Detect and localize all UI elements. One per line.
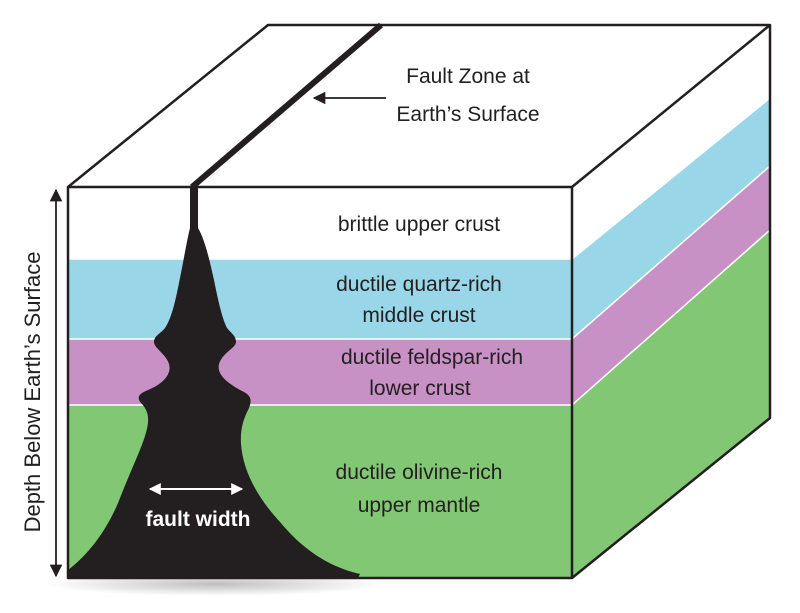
fault-width-label: fault width <box>146 508 251 531</box>
layer-label-mantle-1: ductile olivine-rich <box>336 461 503 484</box>
layer-label-mantle-2: upper mantle <box>358 494 481 517</box>
block-outline <box>66 23 772 580</box>
side-layer-upper-mantle <box>572 230 770 578</box>
layer-label-lower-crust-1: ductile feldspar-rich <box>341 346 523 369</box>
front-layer-middle-crust <box>68 259 572 339</box>
fault-zone-shape <box>68 187 360 578</box>
layer-label-middle-crust-1: ductile quartz-rich <box>336 273 502 296</box>
layer-label-lower-crust-2: lower crust <box>369 377 471 400</box>
surface-label-line2: Earth’s Surface <box>396 103 539 126</box>
side-layer-upper-crust <box>572 25 770 259</box>
front-layer-upper-crust <box>68 187 572 259</box>
fault-trace-top <box>190 22 383 190</box>
side-layer-middle-crust <box>572 98 770 339</box>
layer-label-middle-crust-2: middle crust <box>362 304 475 327</box>
layer-label-upper-crust: brittle upper crust <box>338 213 500 236</box>
side-layer-lower-crust <box>572 166 770 405</box>
depth-axis-label: Depth Below Earth’s Surface <box>20 252 45 533</box>
surface-label-line1: Fault Zone at <box>406 65 530 88</box>
